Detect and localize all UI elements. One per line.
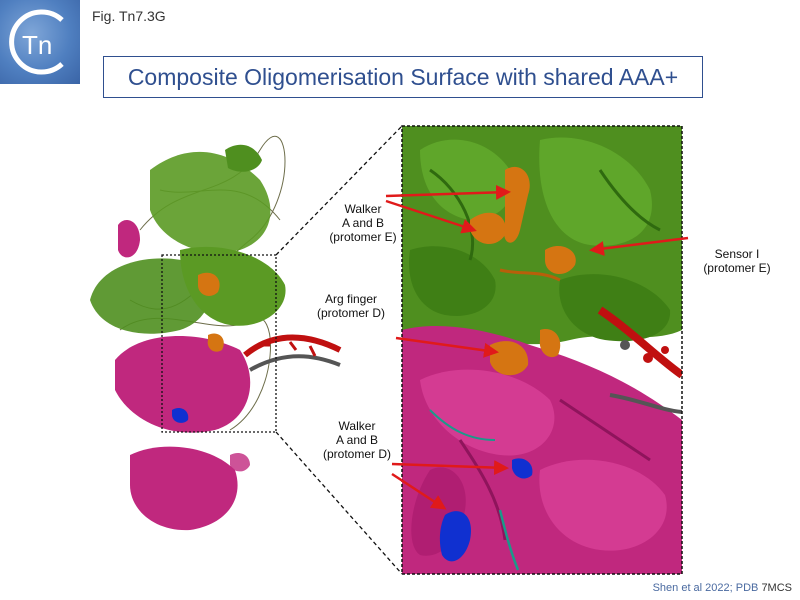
label-line: (protomer E) <box>329 230 397 244</box>
page-title-text: Composite Oligomerisation Surface with s… <box>127 63 679 90</box>
label-walker-protomer-e: Walker A and B (protomer E) <box>318 202 408 244</box>
arrow-walker-e-2 <box>385 199 477 234</box>
citation-pdb-id: 7MCS <box>761 582 792 594</box>
label-line: (protomer E) <box>703 261 771 275</box>
tn-logo: Tn <box>0 0 80 84</box>
arrow-sensor-e <box>589 236 689 256</box>
annotation-arrows <box>385 184 689 510</box>
tn-logo-graphic: Tn <box>9 9 64 75</box>
label-line: (protomer D) <box>322 447 391 461</box>
logo-text: Tn <box>22 30 52 60</box>
arrow-walker-d-2 <box>391 472 447 510</box>
label-line: Walker <box>338 419 376 433</box>
zoomed-structure <box>402 126 682 574</box>
label-line: (protomer D) <box>316 306 385 320</box>
arrow-arg-d <box>395 336 499 358</box>
citation: Shen et al 2022; PDB 7MCS <box>653 582 792 594</box>
label-line: A and B <box>335 433 379 447</box>
label-line: Sensor I <box>714 247 760 261</box>
label-line: Walker <box>344 202 382 216</box>
citation-text: Shen et al 2022; PDB <box>652 582 762 594</box>
page-title: Composite Oligomerisation Surface with s… <box>103 56 703 98</box>
projection-line-bottom <box>275 431 403 575</box>
overview-structure <box>90 135 342 531</box>
label-line: Arg finger <box>324 292 378 306</box>
label-line: A and B <box>341 216 385 230</box>
zoomed-frame <box>401 125 683 575</box>
arrow-walker-e-1 <box>385 184 511 200</box>
label-sensor-protomer-e: Sensor I (protomer E) <box>682 247 792 275</box>
figure-label: Fig. Tn7.3G <box>92 8 166 24</box>
arrow-walker-d-1 <box>391 460 509 476</box>
label-arg-finger-protomer-d: Arg finger (protomer D) <box>296 292 406 320</box>
projection-line-top <box>275 125 403 256</box>
overview-selection-box <box>161 254 277 433</box>
label-walker-protomer-d: Walker A and B (protomer D) <box>308 419 406 461</box>
